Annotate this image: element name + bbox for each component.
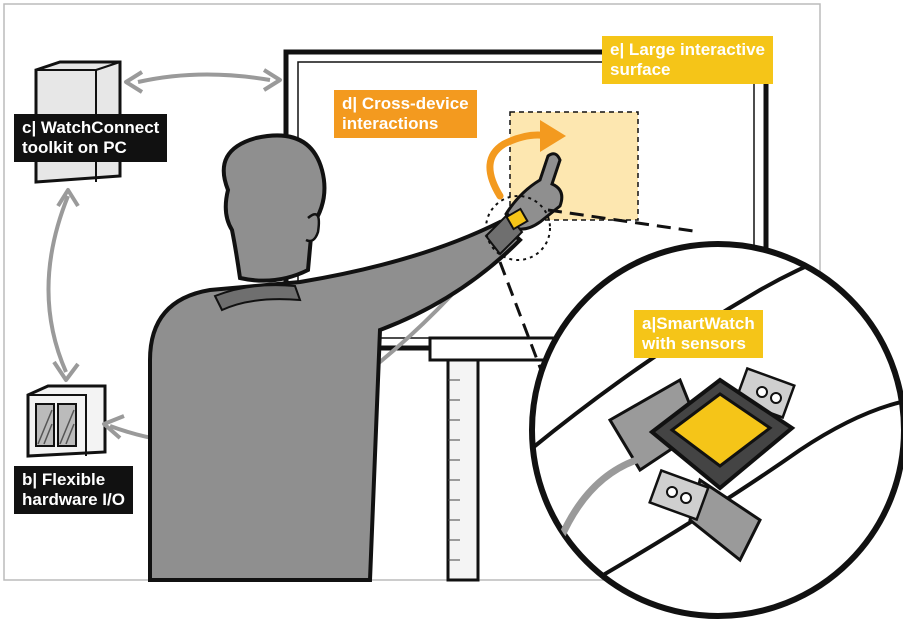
wrist-focus-circle — [485, 195, 551, 261]
watch-closeup — [532, 244, 903, 602]
wrist-watch — [505, 207, 529, 231]
label-smartwatch-sensors: a|SmartWatch with sensors — [634, 310, 763, 358]
cross-device-arrowhead — [540, 120, 566, 152]
label-cross-device-interactions: d| Cross-device interactions — [334, 90, 477, 138]
label-watchconnect-toolkit: c| WatchConnect toolkit on PC — [14, 114, 168, 162]
pc-display-connection — [124, 68, 282, 94]
pc-hardware-connection — [46, 188, 80, 382]
cross-device-arrow — [486, 131, 552, 200]
label-flexible-hardware: b| Flexible hardware I/O — [14, 466, 133, 514]
hardware-io-box — [26, 384, 107, 458]
label-large-interactive-surface: e| Large interactive surface — [602, 36, 773, 84]
person-figure — [148, 133, 564, 582]
